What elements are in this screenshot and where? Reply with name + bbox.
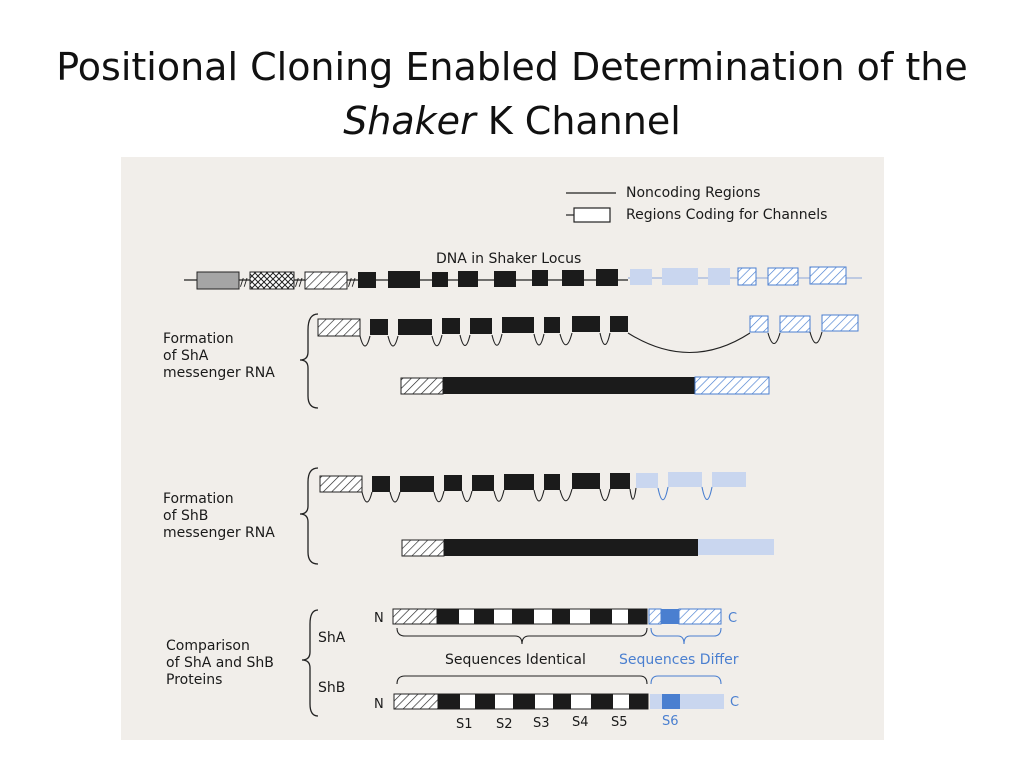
sha-c-terminal: C	[728, 611, 737, 626]
shb-label-2: of ShB	[163, 508, 208, 524]
shb-mrna-tail	[698, 539, 774, 555]
comparison-label-1: Comparison	[166, 638, 250, 654]
dna-exon-hatched	[304, 271, 348, 290]
sequences-differ-label: Sequences Differ	[619, 652, 739, 668]
sha-brace	[299, 313, 319, 409]
shb-n-terminal: N	[374, 697, 384, 712]
segment-s4: S4	[572, 715, 589, 730]
comparison-label-3: Proteins	[166, 672, 222, 688]
shb-label-1: Formation	[163, 491, 234, 507]
dna-exon-grey	[196, 271, 240, 290]
dna-label: DNA in Shaker Locus	[436, 251, 581, 267]
shaker-diagram: Noncoding Regions Regions Coding for Cha…	[121, 157, 884, 740]
legend-noncoding-label: Noncoding Regions	[626, 185, 760, 201]
segment-s1: S1	[456, 717, 473, 732]
sha-label-1: Formation	[163, 331, 234, 347]
sha-protein-label: ShA	[318, 630, 346, 646]
shb-label-3: messenger RNA	[163, 525, 275, 541]
segment-s3: S3	[533, 716, 550, 731]
segment-s2: S2	[496, 717, 513, 732]
segment-s6: S6	[662, 714, 679, 729]
title-rest: K Channel	[487, 99, 681, 143]
identical-brace	[396, 627, 648, 645]
shb-brace	[299, 467, 319, 565]
sha-label-2: of ShA	[163, 348, 209, 364]
legend-coding-label: Regions Coding for Channels	[626, 207, 827, 223]
sha-mrna-tail	[694, 376, 770, 395]
legend: Noncoding Regions Regions Coding for Cha…	[566, 185, 827, 223]
title-line-1: Positional Cloning Enabled Determination…	[56, 45, 968, 89]
shb-protein-label: ShB	[318, 680, 345, 696]
comparison-brace	[301, 609, 319, 717]
title-italic-shaker: Shaker	[343, 99, 476, 143]
sequences-identical-label: Sequences Identical	[445, 652, 586, 668]
comparison-label-2: of ShA and ShB	[166, 655, 274, 671]
sha-formation: Formation of ShA messenger RNA	[163, 313, 859, 409]
differ-brace	[650, 627, 722, 645]
segment-s5: S5	[611, 715, 628, 730]
sha-mrna-coding	[443, 377, 695, 394]
diagram-svg: Noncoding Regions Regions Coding for Cha…	[163, 185, 862, 732]
legend-coding-box	[573, 207, 611, 223]
shb-mrna-coding	[444, 539, 698, 556]
shb-formation: Formation of ShB messenger RNA	[163, 467, 774, 565]
svg-text://: //	[295, 276, 303, 289]
dna-locus: DNA in Shaker Locus // // //	[184, 251, 862, 290]
dna-exon-crosshatch	[249, 271, 295, 290]
shb-c-terminal: C	[730, 695, 739, 710]
slide-title: Positional Cloning Enabled Determination…	[0, 40, 1024, 148]
sha-n-terminal: N	[374, 611, 384, 626]
sha-label-3: messenger RNA	[163, 365, 275, 381]
title-line-2: Shaker K Channel	[0, 94, 1024, 148]
svg-text://: //	[348, 276, 356, 289]
svg-text://: //	[240, 276, 248, 289]
protein-comparison: Comparison of ShA and ShB Proteins ShA S…	[166, 608, 739, 732]
